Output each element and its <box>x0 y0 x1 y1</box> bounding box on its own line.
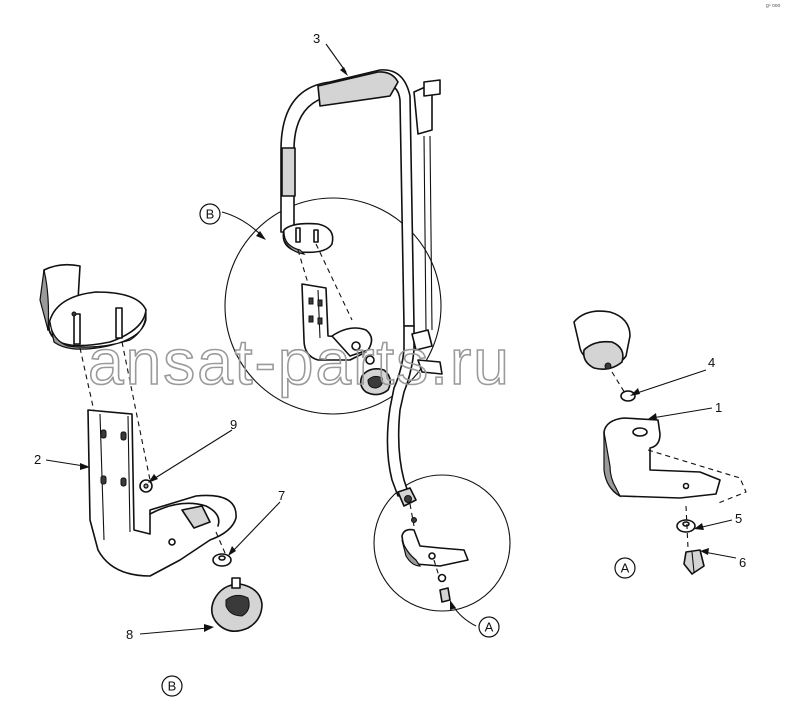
callout-labels: 3 2 9 7 8 4 1 5 6 <box>34 31 746 642</box>
left-bracket-assembly <box>39 263 263 632</box>
detail-circle-b <box>224 197 442 415</box>
callout-leaders <box>45 43 737 635</box>
callout-6: 6 <box>739 555 746 570</box>
detail-circle-a <box>373 474 511 612</box>
detail-a-assembly <box>401 503 469 603</box>
watermark-text: ansat-parts.ru <box>88 326 511 398</box>
callout-7: 7 <box>278 488 285 503</box>
detail-b-assembly <box>282 222 392 396</box>
ref-a-right-circle <box>614 557 636 579</box>
callout-1: 1 <box>715 400 722 415</box>
ref-b-top-label: B <box>206 207 215 222</box>
ref-b-top-circle <box>199 203 221 225</box>
ref-a-center-label: A <box>485 620 494 635</box>
ref-a-right-label: A <box>621 561 630 576</box>
callout-3: 3 <box>313 31 320 46</box>
ref-a-center-circle <box>478 616 500 638</box>
callout-4: 4 <box>708 355 715 370</box>
callout-2: 2 <box>34 452 41 467</box>
callout-9: 9 <box>230 417 237 432</box>
ref-b-bottom-circle <box>161 675 183 697</box>
ref-b-bottom-label: B <box>168 679 177 694</box>
corner-mark: gⁿ ooo <box>766 3 781 9</box>
detail-references: B B A A <box>161 203 636 697</box>
right-bracket-assembly <box>573 310 747 575</box>
tube-frame-part-3 <box>280 69 443 507</box>
callout-8: 8 <box>126 627 133 642</box>
callout-5: 5 <box>735 511 742 526</box>
